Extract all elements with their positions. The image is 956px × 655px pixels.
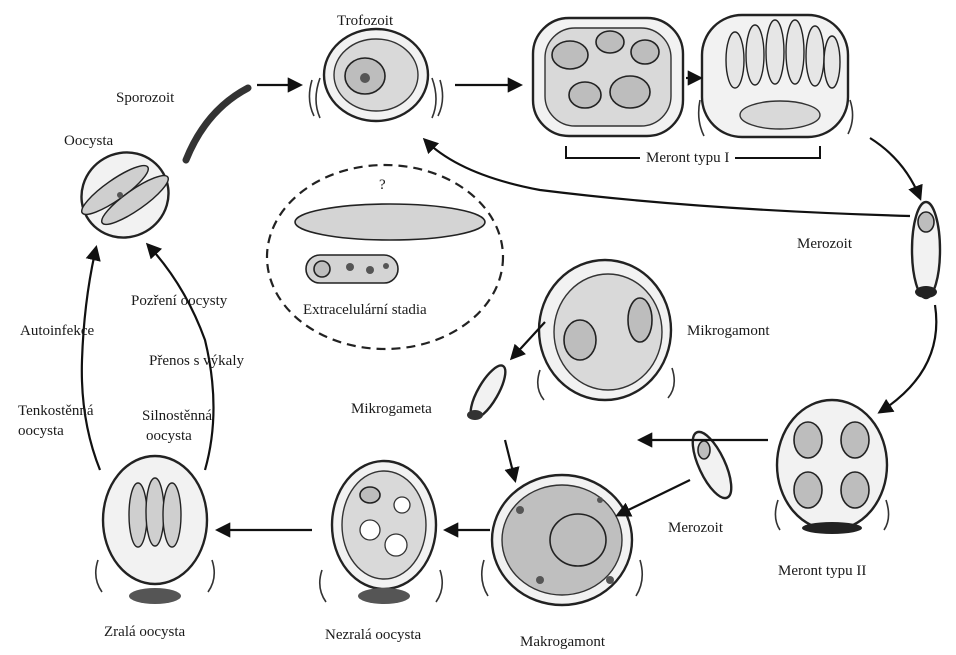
- label-sporozoit: Sporozoit: [116, 90, 174, 107]
- label-extracelularni-stadia: Extracelulární stadia: [303, 302, 427, 319]
- extracelularni-stadia-cells: [295, 204, 485, 283]
- label-oocysta: Oocysta: [64, 133, 113, 150]
- makrogamont-cell: [482, 475, 643, 605]
- oocysta-cell: [66, 137, 184, 254]
- label-mikrogamont: Mikrogamont: [687, 323, 770, 340]
- label-merozoit-top: Merozoit: [797, 236, 852, 253]
- meront-typu-i-cell-a: [533, 18, 683, 136]
- label-silnostenna-line2: oocysta: [146, 428, 192, 445]
- meront-typu-i-cell-b: [699, 15, 853, 137]
- label-nezrala-oocysta: Nezralá oocysta: [325, 627, 421, 644]
- label-meront-typu-i: Meront typu I: [640, 150, 735, 167]
- merozoit-middle-cell: [685, 427, 739, 503]
- label-autoinfekce: Autoinfekce: [20, 323, 94, 340]
- nezrala-oocysta-cell: [320, 461, 443, 604]
- meront-typu-ii-cell: [775, 400, 888, 534]
- zrala-oocysta-cell: [96, 456, 215, 604]
- label-merozoit-bottom: Merozoit: [668, 520, 723, 537]
- label-question-mark: ?: [379, 177, 386, 194]
- label-trofozoit: Trofozoit: [337, 13, 393, 30]
- label-pozreni-oocysty: Pozření oocysty: [131, 293, 227, 310]
- label-meront-typu-ii: Meront typu II: [778, 563, 866, 580]
- mikrogamont-cell: [538, 260, 675, 400]
- trofozoit-cell: [309, 29, 442, 121]
- label-tenkostenna-line1: Tenkostěnná: [18, 403, 94, 420]
- label-zrala-oocysta: Zralá oocysta: [104, 624, 185, 641]
- merozoit-right-cell: [912, 202, 940, 298]
- label-makrogamont: Makrogamont: [520, 634, 605, 651]
- label-tenkostenna-line2: oocysta: [18, 423, 64, 440]
- label-prenos-s-vykaly: Přenos s výkaly: [149, 353, 244, 370]
- mikrogameta-cell: [464, 361, 511, 423]
- sporozoit-cell: [186, 88, 248, 160]
- label-mikrogameta: Mikrogameta: [351, 401, 432, 418]
- label-silnostenna-line1: Silnostěnná: [142, 408, 212, 425]
